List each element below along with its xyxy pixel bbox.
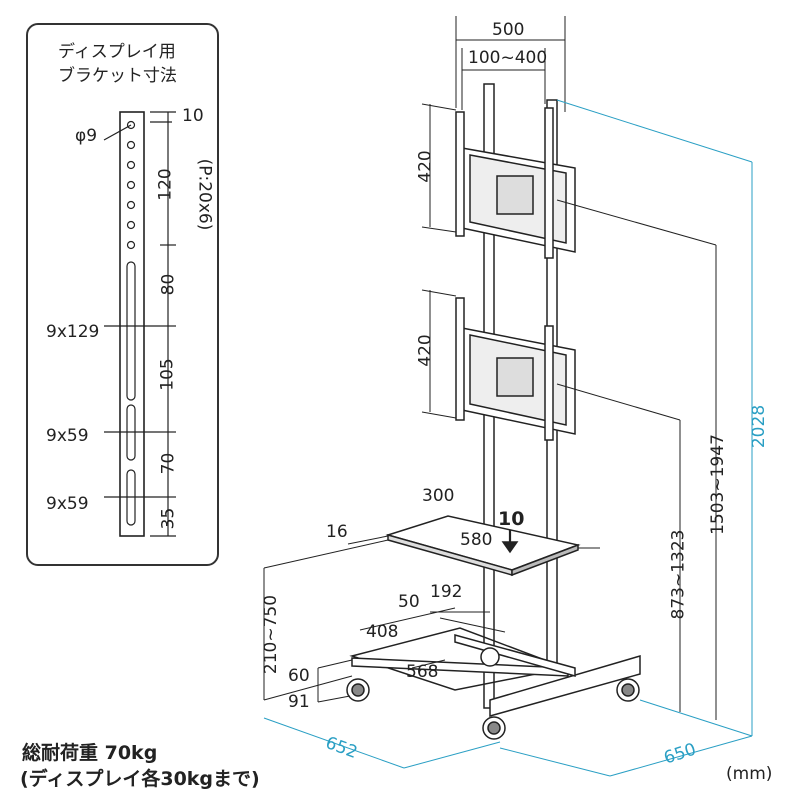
dimension-lines-cyan: [263, 99, 753, 777]
shelf-thickness-label: 16: [326, 522, 348, 542]
dim-label-35: 35: [158, 507, 179, 530]
dim-label-60: 60: [288, 666, 310, 686]
bracket-dimension-panel: [26, 23, 219, 566]
dim-label-91: 91: [288, 692, 310, 712]
top-height-range-label: 1503~1947: [707, 434, 728, 535]
dim-label-50: 50: [398, 592, 420, 612]
dim-label-192: 192: [430, 582, 463, 602]
dim-label-420-top: 420: [415, 150, 436, 183]
shelf-height-range-label: 210~750: [261, 594, 282, 675]
dimension-lines: [263, 16, 717, 720]
shelf-width-label: 580: [460, 530, 493, 550]
shelf-load-label: 10: [498, 508, 525, 530]
panel-title-line2: ブラケット寸法: [58, 66, 177, 86]
dim-label-120: 120: [155, 168, 176, 201]
mid-height-range-label: 873~1323: [668, 529, 689, 620]
slot-59b-label: 9x59: [46, 494, 89, 514]
load-capacity-text: 総耐荷重 70kg: [22, 742, 158, 764]
load-per-display-text: (ディスプレイ各30kgまで): [20, 768, 260, 790]
panel-title-line1: ディスプレイ用: [58, 42, 176, 62]
dim-label-420-mid: 420: [415, 334, 436, 367]
dim-label-10: 10: [182, 106, 204, 126]
dim-label-105: 105: [157, 358, 178, 391]
total-height-label: 2028: [749, 404, 770, 449]
hole-diameter-label: φ9: [75, 126, 98, 146]
slot-129-label: 9x129: [46, 322, 100, 342]
dim-label-100-400: 100~400: [468, 48, 548, 68]
unit-label: (mm): [726, 764, 773, 784]
stand-structure: [346, 83, 641, 740]
dim-label-70: 70: [158, 452, 179, 475]
dim-label-500: 500: [492, 20, 525, 40]
slot-59a-label: 9x59: [46, 426, 89, 446]
dim-label-568: 568: [406, 662, 439, 682]
dim-label-80: 80: [158, 273, 179, 296]
dim-label-408: 408: [366, 622, 399, 642]
pitch-label: (P:20x6): [194, 158, 215, 231]
bracket-drawing: [103, 111, 176, 537]
shelf-depth-label: 300: [422, 486, 455, 506]
